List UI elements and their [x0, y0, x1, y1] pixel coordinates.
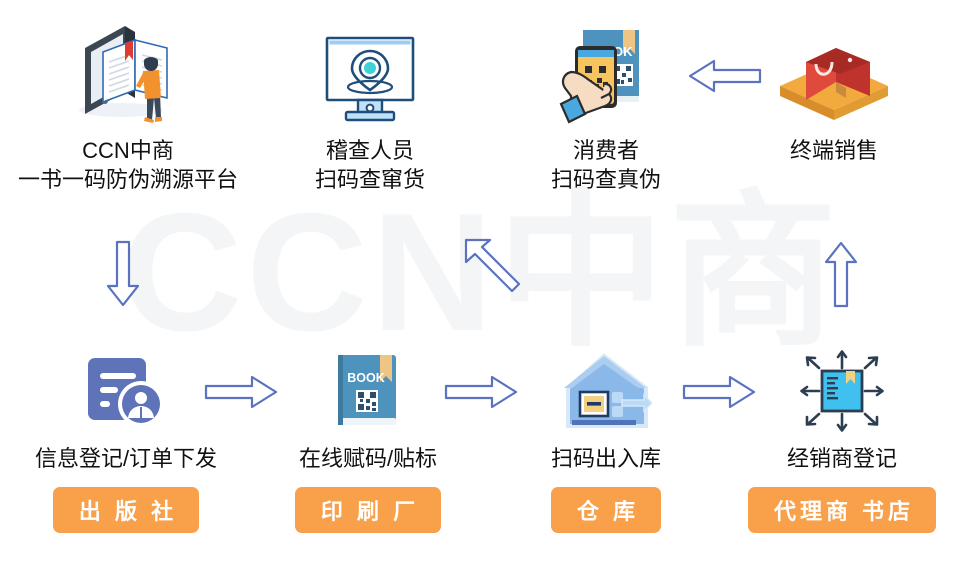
- arrow-dealer-up: [818, 240, 864, 308]
- arrow-retail-to-consumer: [686, 56, 762, 96]
- node-inspector-label: 稽查人员 扫码查窜货: [314, 138, 425, 193]
- node-platform-label: CCN中商 一书一码防伪溯源平台: [17, 138, 238, 193]
- node-printer-label: 在线赋码/贴标: [298, 446, 438, 471]
- book-cover-text: OK: [613, 44, 633, 59]
- monitor-location-pin-icon: [318, 16, 422, 126]
- node-warehouse-label: 扫码出入库: [550, 446, 661, 471]
- badge-warehouse: 仓 库: [550, 487, 662, 534]
- arrow-platform-down: [100, 240, 146, 308]
- shopping-bag-icon: [770, 16, 898, 126]
- badge-printer: 印 刷 厂: [294, 487, 442, 534]
- distribution-box-icon: [793, 348, 891, 434]
- node-consumer[interactable]: OK: [486, 16, 726, 194]
- badge-dealer: 代理商 书店: [747, 487, 937, 534]
- hand-phone-scan-book-icon: OK: [551, 16, 661, 126]
- book-qrcode-icon: BOOK: [330, 348, 406, 434]
- node-dealer-label: 经销商登记: [786, 446, 897, 471]
- arrow-warehouse-up-left: [462, 236, 526, 300]
- node-inspector[interactable]: 稽查人员 扫码查窜货: [250, 16, 490, 194]
- document-person-registration-icon: [84, 348, 168, 434]
- node-consumer-label: 消费者 扫码查真伪: [550, 138, 661, 193]
- node-platform[interactable]: CCN中商 一书一码防伪溯源平台: [8, 16, 248, 194]
- warehouse-house-icon: [560, 348, 652, 434]
- node-retail-label: 终端销售: [789, 138, 878, 163]
- arrow-printer-to-warehouse: [444, 372, 520, 412]
- watermark-text: CCN中商: [121, 178, 841, 366]
- node-retail[interactable]: 终端销售: [714, 16, 954, 165]
- node-dealer[interactable]: 经销商登记 代理商 书店: [722, 348, 962, 534]
- node-publisher[interactable]: 信息登记/订单下发 出 版 社: [6, 348, 246, 534]
- arrow-warehouse-to-dealer: [682, 372, 758, 412]
- book-cover-text: BOOK: [347, 371, 385, 385]
- badge-publisher: 出 版 社: [52, 487, 200, 534]
- node-printer[interactable]: BOOK 在线赋码/贴标 印 刷 厂: [248, 348, 488, 534]
- node-warehouse[interactable]: 扫码出入库 仓 库: [486, 348, 726, 534]
- node-publisher-label: 信息登记/订单下发: [34, 446, 218, 471]
- tablet-book-reader-icon: [63, 16, 193, 126]
- arrow-publisher-to-printer: [204, 372, 280, 412]
